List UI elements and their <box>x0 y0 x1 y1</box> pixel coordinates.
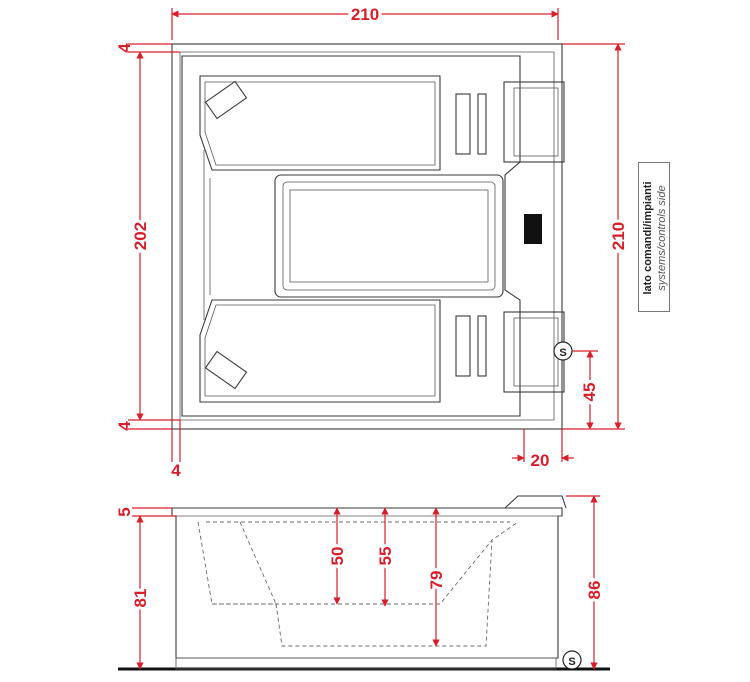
controls-side-label: lato comandi/impianti systems/controls s… <box>638 162 670 312</box>
upper-bench <box>199 75 441 171</box>
dim-depth-55: 55 <box>376 547 395 566</box>
top-view-dimensions: 210 4 202 4 4 210 45 20 <box>115 2 631 480</box>
dim-height-left: 202 <box>131 222 150 250</box>
siphon-symbol-side <box>562 650 582 670</box>
side-view: S <box>118 495 610 671</box>
side-headrest <box>504 495 567 509</box>
headrest-bottom-left <box>204 350 248 390</box>
siphon-label-side: S <box>568 656 575 668</box>
side-view-dimensions: 5 81 50 55 79 86 <box>115 495 607 670</box>
dim-width-top: 210 <box>351 5 379 24</box>
dim-margin-left: 4 <box>171 461 181 480</box>
dim-margin-top: 4 <box>115 43 134 53</box>
headrest-top-left <box>204 80 248 120</box>
central-lounger <box>274 174 504 298</box>
dim-rim: 5 <box>115 507 134 516</box>
dim-depth-50: 50 <box>328 547 347 566</box>
jet-slot <box>477 93 487 155</box>
jet-slot <box>477 315 487 377</box>
top-view: S <box>171 43 573 430</box>
controls-side-label-en: systems/controls side <box>656 185 668 291</box>
siphon-label-top: S <box>559 347 566 359</box>
pillow-top-right <box>503 81 565 163</box>
dim-height-81: 81 <box>131 589 150 608</box>
control-panel <box>524 214 542 244</box>
dim-height-right: 210 <box>609 222 628 250</box>
tub-outer-outline <box>171 43 563 430</box>
jet-slot <box>455 93 471 155</box>
jet-slot <box>455 315 471 377</box>
basin-hidden-outline <box>197 521 519 647</box>
dim-margin-bottom: 4 <box>115 421 134 431</box>
dim-offset-right: 20 <box>531 451 550 470</box>
tub-rim <box>179 51 555 421</box>
tub-side-body <box>171 507 563 659</box>
tub-plinth <box>175 657 557 670</box>
dim-depth-79: 79 <box>427 571 446 590</box>
controls-side-label-it: lato comandi/impianti <box>642 181 654 295</box>
dim-siphon-height: 45 <box>580 383 599 402</box>
dim-height-86: 86 <box>585 581 604 600</box>
basin-outline <box>181 55 521 417</box>
